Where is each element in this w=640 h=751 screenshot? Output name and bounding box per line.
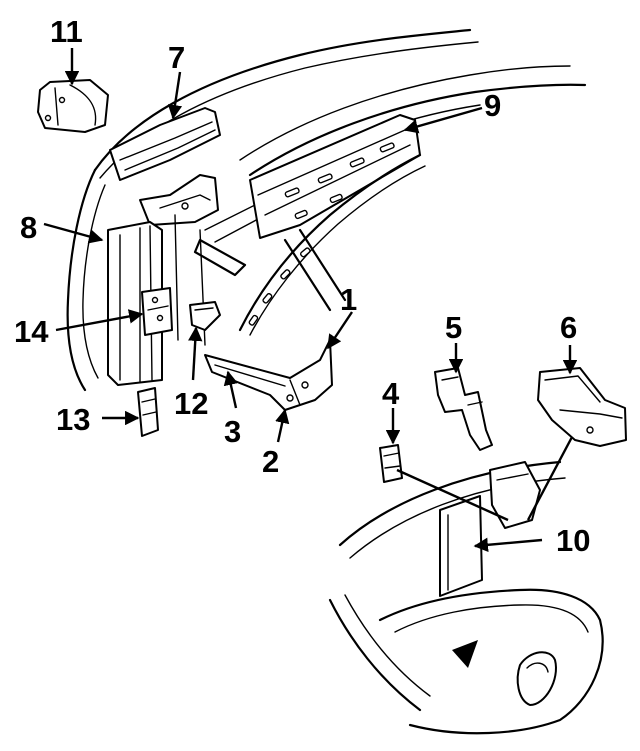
part-5-bracket (434, 367, 493, 451)
lower-fender-assembly (328, 460, 604, 735)
callout-12: 12 (174, 386, 208, 421)
leader-2 (275, 408, 290, 443)
leader-1 (327, 311, 353, 350)
callout-13: 13 (56, 402, 90, 437)
fender-assembly (66, 28, 587, 392)
callout-9: 9 (484, 88, 501, 123)
callout-3: 3 (224, 414, 241, 449)
wheelhouse-panel (238, 114, 426, 336)
leader-3 (223, 370, 238, 409)
leader-6-branch (526, 436, 574, 521)
leader-10-branch (396, 468, 509, 522)
leader-10 (473, 537, 543, 553)
callout-10: 10 (556, 523, 590, 558)
leader-8 (43, 222, 104, 244)
leader-7 (167, 71, 183, 120)
callout-5: 5 (445, 310, 462, 345)
callout-labels: 1 2 3 4 5 6 7 8 9 10 11 12 13 14 (14, 14, 590, 558)
leader-lines (43, 48, 578, 553)
callout-8: 8 (20, 210, 37, 245)
callout-4: 4 (382, 376, 400, 411)
callout-11: 11 (50, 14, 83, 49)
callout-6: 6 (560, 310, 577, 345)
callout-2: 2 (262, 444, 279, 479)
part-13-bracket (137, 387, 159, 437)
leader-12 (188, 326, 203, 381)
callout-1: 1 (340, 282, 357, 317)
leader-14 (55, 309, 144, 332)
part-12-wedge (189, 301, 221, 331)
callout-7: 7 (168, 40, 185, 75)
leader-9 (403, 106, 483, 134)
callout-14: 14 (14, 314, 49, 349)
upper-bracket-11 (37, 79, 109, 133)
part-4-clip (379, 444, 403, 483)
part-6-box-bracket (537, 367, 627, 447)
lower-bracket-assembly (204, 339, 333, 411)
